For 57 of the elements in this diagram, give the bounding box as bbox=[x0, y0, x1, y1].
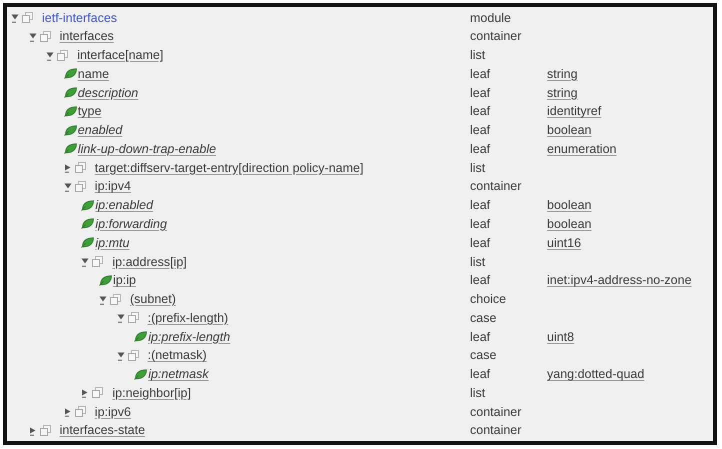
node-name: ip:prefix-length bbox=[148, 330, 230, 345]
node-name: ip:neighbor[ip] bbox=[112, 386, 191, 401]
node-kind: leaf bbox=[470, 198, 490, 214]
node-kind: container bbox=[470, 179, 522, 194]
data-type: boolean bbox=[547, 123, 592, 138]
node-kind: leaf bbox=[470, 273, 490, 288]
node-kind: leaf bbox=[470, 367, 490, 382]
data-type: boolean bbox=[547, 198, 592, 214]
node-name: interfaces-state bbox=[60, 423, 146, 438]
node-kind: list bbox=[470, 386, 486, 401]
data-type: string bbox=[547, 66, 578, 82]
node-name: ip:forwarding bbox=[95, 216, 167, 232]
node-kind: leaf bbox=[470, 330, 490, 345]
node-kind: case bbox=[470, 310, 496, 326]
data-type: yang:dotted-quad bbox=[547, 367, 644, 382]
node-name: link-up-down-trap-enable bbox=[78, 142, 216, 157]
node-name: enabled bbox=[78, 123, 122, 138]
data-type: uint8 bbox=[547, 330, 574, 345]
node-name: :(netmask) bbox=[148, 348, 207, 364]
node-name: ietf-interfaces bbox=[42, 10, 118, 26]
node-kind: list bbox=[470, 160, 486, 176]
node-kind: container bbox=[470, 404, 522, 420]
node-name: description bbox=[78, 86, 138, 101]
node-name: name bbox=[78, 66, 110, 82]
node-kind: module bbox=[470, 10, 511, 26]
data-type: string bbox=[547, 86, 578, 101]
data-type: inet:ipv4-address-no-zone bbox=[547, 273, 692, 288]
data-type: boolean bbox=[547, 216, 592, 232]
data-type: enumeration bbox=[547, 142, 616, 157]
node-name: ip:mtu bbox=[95, 236, 130, 251]
node-kind: container bbox=[470, 29, 522, 44]
node-name: (subnet) bbox=[130, 292, 176, 308]
node-name: ip:netmask bbox=[148, 367, 209, 382]
node-kind: leaf bbox=[470, 86, 490, 101]
node-kind: choice bbox=[470, 292, 506, 308]
node-name: interfaces bbox=[60, 29, 114, 44]
node-kind: leaf bbox=[470, 123, 490, 138]
node-kind: leaf bbox=[470, 236, 490, 251]
data-type: identityref bbox=[547, 104, 602, 120]
node-kind: list bbox=[470, 254, 486, 270]
node-kind: case bbox=[470, 348, 496, 364]
node-kind: leaf bbox=[470, 66, 490, 82]
node-name: type bbox=[78, 104, 102, 120]
node-kind: container bbox=[470, 423, 522, 438]
node-name: :(prefix-length) bbox=[148, 310, 228, 326]
node-kind: leaf bbox=[470, 104, 490, 120]
node-name: ip:ipv6 bbox=[94, 404, 131, 420]
node-kind: list bbox=[470, 48, 486, 64]
node-name: ip:address[ip] bbox=[112, 254, 187, 270]
node-name: interface[name] bbox=[77, 48, 164, 64]
node-name: ip:ip bbox=[113, 273, 136, 288]
node-name: target:diffserv-target-entry[direction policy-name] bbox=[94, 160, 364, 176]
node-kind: leaf bbox=[470, 216, 490, 232]
data-type: uint16 bbox=[547, 236, 582, 251]
node-name: ip:ipv4 bbox=[94, 179, 131, 194]
node-name: ip:enabled bbox=[95, 198, 154, 214]
node-kind: leaf bbox=[470, 142, 490, 157]
